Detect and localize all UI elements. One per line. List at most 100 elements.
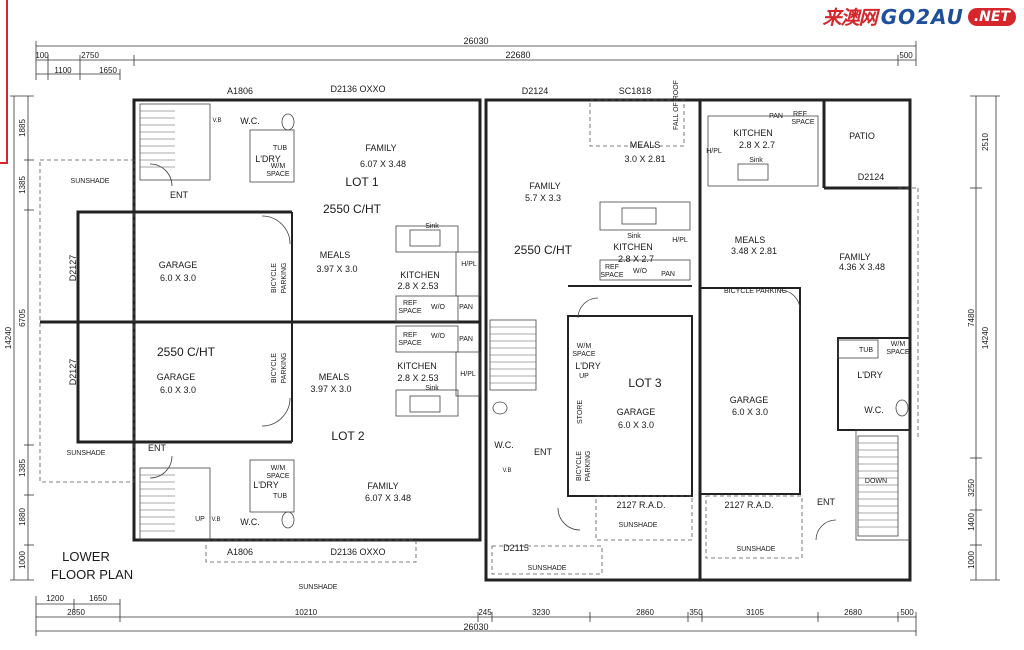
lot4-down: DOWN [865, 478, 887, 485]
lot2-laundry: L'DRY [253, 480, 279, 490]
lot2-family-dim: 6.07 X 3.48 [365, 493, 411, 503]
lot3-title: LOT 3 [628, 376, 661, 390]
lot2-tub: TUB [273, 493, 287, 500]
dim-bot-1650: 1650 [89, 594, 107, 603]
lot1-ref-space: SPACE [398, 308, 422, 315]
lot3-wm: W/M [577, 343, 592, 350]
lot4-family: FAMILY [839, 252, 870, 262]
lot2-wm: W/M [271, 465, 286, 472]
lot3-wo: W/O [633, 268, 648, 275]
dim-left-1880: 1880 [18, 508, 27, 526]
lot2-pan: PAN [459, 336, 473, 343]
lot2-bicycle: BICYCLE [271, 353, 278, 383]
lot2-kitchen: KITCHEN [397, 361, 437, 371]
lot1-garage-dim: 6.0 X 3.0 [160, 273, 196, 283]
lot2-window-bot: A1806 [227, 547, 253, 557]
lot4-ref: REF [793, 111, 807, 118]
dim-right-14240: 14240 [981, 326, 990, 349]
dim-bot-2860: 2860 [636, 608, 654, 617]
lot3-door-bot: D2115 [503, 543, 529, 553]
dim-top-1100: 1100 [54, 66, 72, 75]
lot1-wo: W/O [431, 304, 446, 311]
lot2-garage-door: D2127 [68, 359, 78, 386]
dim-left-1385a: 1385 [18, 176, 27, 194]
lot2-garage-dim: 6.0 X 3.0 [160, 385, 196, 395]
plan-title-line2: FLOOR PLAN [51, 567, 133, 582]
lot1-sunshade: SUNSHADE [71, 178, 110, 185]
dim-right-1400: 1400 [967, 513, 976, 531]
dim-left-14240: 14240 [4, 326, 13, 349]
lot4-patio: PATIO [849, 131, 875, 141]
site-logo[interactable]: 来澳网 GO2AU .NET [823, 3, 1016, 30]
dim-top-total: 26030 [463, 36, 488, 46]
lot3-wc: W.C. [494, 440, 514, 450]
logo-english-text: GO2AU [880, 4, 964, 29]
lot2-title: LOT 2 [331, 429, 364, 443]
dim-right-7480: 7480 [967, 309, 976, 327]
lot3-kitchen-dim: 2.8 X 2.7 [618, 254, 654, 264]
door-swings [149, 163, 837, 541]
labels-lot3: D2124 SC1818 FALL OF ROOF MEALS 3.0 X 2.… [494, 80, 688, 572]
lot4-tub: TUB [859, 347, 873, 354]
lot4-sink: Sink [749, 157, 763, 164]
dim-top-1650: 1650 [99, 66, 117, 75]
lot3-parking: PARKING [585, 451, 592, 482]
lot3-window-top: SC1818 [619, 86, 652, 96]
lot3-garage-dim: 6.0 X 3.0 [618, 420, 654, 430]
lot2-meals-dim: 3.97 X 3.0 [310, 384, 351, 394]
dim-bot-1200: 1200 [46, 594, 64, 603]
dim-left-1385b: 1385 [18, 459, 27, 477]
lot3-laundry: L'DRY [575, 361, 601, 371]
lot3-meals: MEALS [630, 140, 661, 150]
lot3-store: STORE [577, 400, 584, 424]
sunshades [39, 99, 919, 575]
lot4-pan: PAN [769, 113, 783, 120]
lot2-wc: W.C. [240, 517, 260, 527]
bottom-dimensions: 1200 1650 2850 10210 245 3230 2860 350 3… [35, 594, 917, 636]
lot1-garage-door: D2127 [68, 255, 78, 282]
lot1-hpl: H/PL [461, 261, 477, 268]
dim-top-2750: 2750 [81, 51, 99, 60]
lot3-sink: Sink [627, 233, 641, 240]
lot3-garage: GARAGE [617, 407, 656, 417]
lot2-ent: ENT [148, 443, 167, 453]
lot1-title: LOT 1 [345, 175, 378, 189]
lot3-up: UP [579, 373, 589, 380]
lot4-wm: W/M [891, 341, 906, 348]
lot4-sunshade: SUNSHADE [737, 546, 776, 553]
lot3-wm-space: SPACE [572, 351, 596, 358]
lot4-kitchen: KITCHEN [733, 128, 773, 138]
lot2-sunshade: SUNSHADE [67, 450, 106, 457]
lot4-wc: W.C. [864, 405, 884, 415]
lot2-parking: PARKING [281, 353, 288, 384]
lot1-ceiling: 2550 C/HT [323, 202, 382, 216]
dim-bot-total: 26030 [463, 622, 488, 632]
lot4-meals-dim: 3.48 X 2.81 [731, 246, 777, 256]
dim-bot-10210: 10210 [295, 608, 318, 617]
dim-left-1885: 1885 [18, 119, 27, 137]
lot2-ceiling: 2550 C/HT [157, 345, 216, 359]
lot4-ent: ENT [817, 497, 836, 507]
top-dimensions: 26030 100 2750 22680 500 1100 1650 [35, 36, 917, 80]
labels-lot1: A1806 D2136 OXXO W.C. V.B TUB W/M SPACE … [68, 84, 477, 315]
lot1-tub: TUB [273, 145, 287, 152]
walls [40, 98, 912, 582]
lot2-garage: GARAGE [157, 372, 196, 382]
lot2-ref: REF [403, 332, 417, 339]
fixtures [249, 113, 909, 529]
lot4-ref-space: SPACE [791, 119, 815, 126]
lot3-vb: V.B [502, 468, 511, 474]
lot1-wm: W/M [271, 163, 286, 170]
lot1-ent: ENT [170, 190, 189, 200]
lot1-door-top: D2136 OXXO [330, 84, 385, 94]
lot2-family: FAMILY [367, 481, 398, 491]
plan-title: LOWER FLOOR PLAN [51, 549, 133, 582]
lot4-garage-dim: 6.0 X 3.0 [732, 407, 768, 417]
lot4-garage: GARAGE [730, 395, 769, 405]
labels-lot4: KITCHEN 2.8 X 2.7 PAN REF SPACE H/PL Sin… [706, 111, 910, 553]
lot2-kitchen-dim: 2.8 X 2.53 [397, 373, 438, 383]
lot3-ceiling: 2550 C/HT [514, 243, 573, 257]
dim-bot-350: 350 [689, 608, 703, 617]
lot1-pan: PAN [459, 304, 473, 311]
dim-right-1000: 1000 [967, 551, 976, 569]
